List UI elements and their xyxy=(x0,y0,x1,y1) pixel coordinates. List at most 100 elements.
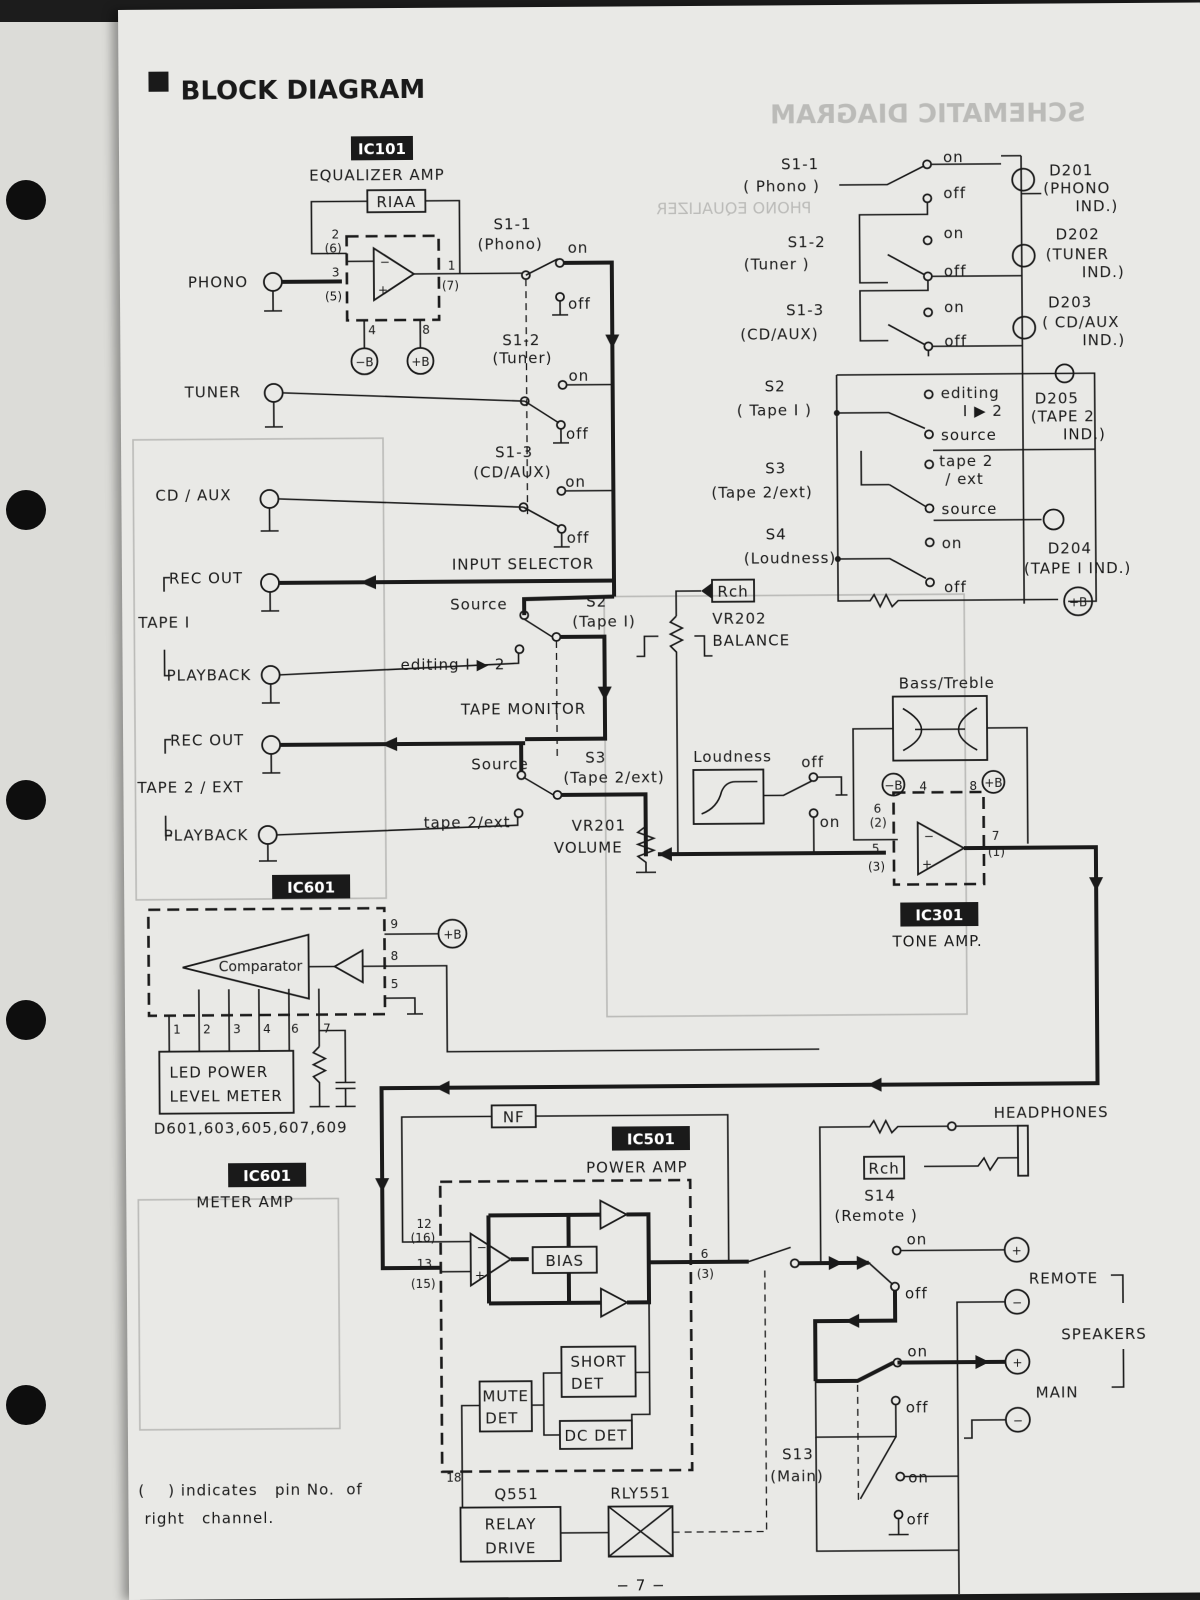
binder-hole xyxy=(6,1000,46,1040)
d202-label: D202 xyxy=(1056,225,1100,243)
remote-on: on xyxy=(907,1230,928,1248)
loudness-off: off xyxy=(801,753,824,771)
tape1-rec-jack-icon xyxy=(260,573,280,593)
d205-sub1: (TAPE 2 xyxy=(1031,407,1095,425)
ic301-minus-b: −B xyxy=(884,779,902,793)
ind-s2-editing: editing xyxy=(941,384,1000,402)
led-meter-box xyxy=(158,1049,295,1115)
bass-treble-box xyxy=(891,695,989,762)
d202-sub2: IND.) xyxy=(1082,263,1125,281)
ic501-outline xyxy=(438,1178,694,1474)
ic101-pin: 2 xyxy=(332,227,340,241)
ind-s1-2-off: off xyxy=(944,262,967,280)
footnote-line1: ( ) indicates pin No. of xyxy=(138,1480,363,1500)
binder-hole xyxy=(6,180,46,220)
ic301-tag: IC301 xyxy=(915,906,963,924)
svg-text:+: + xyxy=(378,283,388,297)
ind-s1-1-off: off xyxy=(943,184,966,202)
led-meter-line1: LED POWER xyxy=(169,1063,268,1082)
ind-s1-2-sub: (Tuner ) xyxy=(744,255,810,273)
mute-det-box xyxy=(478,1380,533,1433)
ind-s4-on: on xyxy=(942,534,963,552)
remote-off: off xyxy=(905,1284,928,1302)
ind-plus-b-terminal xyxy=(1063,586,1094,617)
phono-jack-icon xyxy=(263,272,283,292)
s1-2-label: S1-2 xyxy=(502,331,540,349)
page-number: − 7 − xyxy=(616,1576,665,1594)
output-stage-upper-icon xyxy=(599,1199,629,1231)
vr201-label: VR201 xyxy=(572,816,626,834)
ic101-tag-bg xyxy=(350,135,414,161)
d205-led-icon xyxy=(1054,363,1075,384)
s13-on: on xyxy=(908,1468,929,1486)
s1-3-off: off xyxy=(567,529,590,547)
ind-s1-1-label: S1-1 xyxy=(781,155,819,173)
tuner-input-label: TUNER xyxy=(184,383,241,401)
ic501-pin: (16) xyxy=(411,1231,436,1245)
cd-aux-jack-icon xyxy=(259,489,280,509)
mute-det-line2: DET xyxy=(485,1409,518,1427)
ic301-name: TONE AMP. xyxy=(891,932,982,951)
mute-det-line1: MUTE xyxy=(482,1387,529,1405)
ind-s1-3-on: on xyxy=(944,298,965,316)
ind-s2-source: source xyxy=(941,426,997,444)
block-diagram-sheet: SCHEMATIC DIAGRAM PHONO EQUALIZER BLOCK … xyxy=(118,2,1200,1600)
s2-source-label: Source xyxy=(450,595,508,613)
relay-drive-box xyxy=(459,1506,562,1563)
bias-label: BIAS xyxy=(545,1252,584,1270)
ind-s3-source: source xyxy=(941,500,997,518)
short-det-line2: DET xyxy=(571,1375,604,1393)
ic501-pin: (15) xyxy=(411,1277,436,1291)
ic101-tag: IC101 xyxy=(358,140,406,158)
ic601-tag-bg xyxy=(272,874,351,899)
bias-box xyxy=(531,1245,598,1275)
riaa-label: RIAA xyxy=(376,193,416,211)
d201-label: D201 xyxy=(1049,161,1093,179)
meter-diodes-label: D601,603,605,607,609 xyxy=(154,1118,348,1137)
ic101-pin: 4 xyxy=(368,323,376,337)
cd-aux-input-label: CD / AUX xyxy=(155,486,231,505)
d201-sub2: IND.) xyxy=(1075,197,1118,215)
s14-rch-label: Rch xyxy=(868,1160,899,1178)
remote-label: REMOTE xyxy=(1029,1269,1098,1287)
d201-sub1: (PHONO xyxy=(1043,179,1110,197)
tape1-play-jack-icon xyxy=(260,665,281,685)
speakers-label: SPEAKERS xyxy=(1061,1325,1147,1344)
tape1-label: TAPE I xyxy=(137,614,190,632)
ic301-pin: 5 xyxy=(872,842,880,856)
ic601-pin: 6 xyxy=(291,1022,299,1036)
headphone-jack-icon xyxy=(1016,1124,1030,1177)
ic101-outline xyxy=(345,234,441,322)
svg-text:−: − xyxy=(477,1240,487,1254)
meter-plus-b-terminal xyxy=(437,918,468,949)
tape2-rec-jack-icon xyxy=(261,735,282,755)
vr202-label: VR202 xyxy=(712,609,766,627)
ic301-pin: 7 xyxy=(992,829,1000,843)
ic101-pin: 3 xyxy=(332,265,340,279)
footnote-line2: right channel. xyxy=(144,1509,274,1528)
s2-sub: (Tape I) xyxy=(572,612,636,630)
ind-s1-2-on: on xyxy=(944,224,965,242)
block-diagram: SCHEMATIC DIAGRAM PHONO EQUALIZER BLOCK … xyxy=(132,71,1147,1595)
ic601-pin: 7 xyxy=(323,1022,331,1036)
binder-hole xyxy=(6,1385,46,1425)
d204-label: D204 xyxy=(1048,539,1092,557)
svg-text:−: − xyxy=(1012,1296,1022,1310)
tuner-jack-icon xyxy=(263,383,284,403)
d201-led-icon xyxy=(1011,167,1036,192)
page-title: BLOCK DIAGRAM xyxy=(180,75,425,107)
d203-led-icon xyxy=(1012,315,1037,340)
tape2-playback-label: PLAYBACK xyxy=(164,826,249,845)
svg-text:+: + xyxy=(475,1268,485,1282)
q551-label: Q551 xyxy=(494,1485,539,1503)
ind-s3-sub: (Tape 2/ext) xyxy=(711,483,813,502)
meter-plus-b: +B xyxy=(443,928,461,942)
d202-led-icon xyxy=(1011,243,1036,268)
rly551-label: RLY551 xyxy=(610,1484,671,1502)
loudness-on: on xyxy=(820,813,841,831)
minus-b-terminal xyxy=(350,347,379,376)
ind-s3-ext: / ext xyxy=(945,470,984,488)
ic601-pin: 1 xyxy=(173,1023,181,1037)
ic601-outline xyxy=(146,906,387,1018)
ind-s2-sub: ( Tape I ) xyxy=(737,401,812,420)
